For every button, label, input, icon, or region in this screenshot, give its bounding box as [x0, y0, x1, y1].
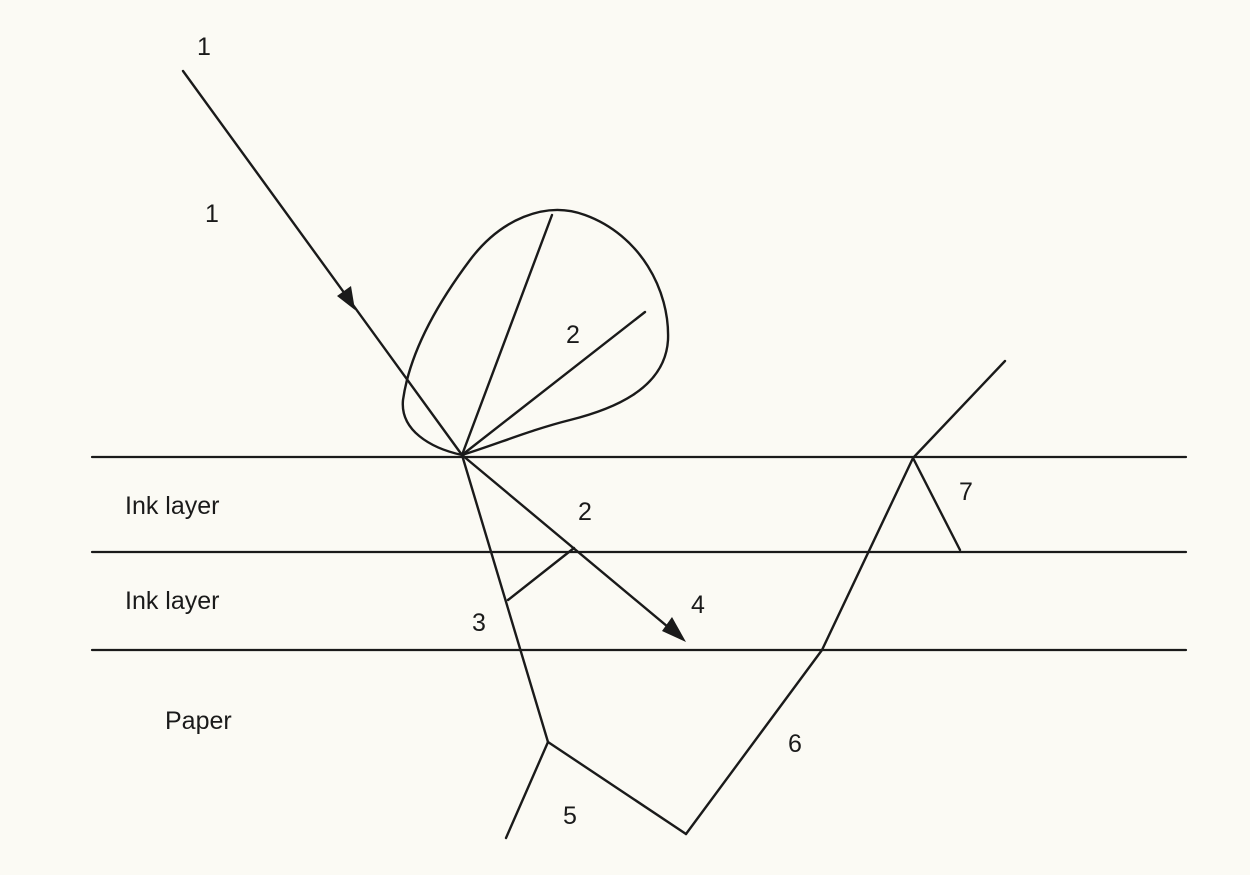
layer-label-ink-1: Ink layer — [125, 492, 219, 520]
transmitted-arrowhead — [662, 617, 686, 642]
layer-label-ink-2: Ink layer — [125, 587, 219, 615]
label-ray-1-top: 1 — [197, 33, 211, 61]
label-transmitted: 4 — [691, 591, 705, 619]
label-ray-1-mid: 1 — [205, 200, 219, 228]
paper-path-ray — [546, 740, 688, 836]
scatter-lobe — [401, 208, 670, 457]
paper-scatter-ray — [504, 740, 550, 840]
internal-reflection-ray — [506, 546, 576, 602]
label-paper-reflect: 6 — [788, 730, 802, 758]
layer-label-paper: Paper — [165, 707, 232, 735]
scatter-ray-a — [460, 213, 554, 457]
exit-reflection-ray — [911, 456, 962, 552]
incident-arrowhead — [337, 286, 355, 310]
label-ink-internal: 3 — [472, 609, 486, 637]
ink-return-ray — [820, 456, 915, 652]
incident-ray — [181, 69, 464, 457]
label-ink-reflection: 2 — [578, 498, 592, 526]
refracted-ray — [460, 453, 550, 744]
scatter-ray-b — [460, 310, 647, 457]
label-paper-scatter: 5 — [563, 802, 577, 830]
transmitted-ray — [460, 453, 682, 639]
label-surface-scatter: 2 — [566, 321, 580, 349]
paper-return-ray — [684, 648, 824, 836]
exit-ray — [911, 359, 1007, 460]
label-exit-reflect: 7 — [959, 478, 973, 506]
